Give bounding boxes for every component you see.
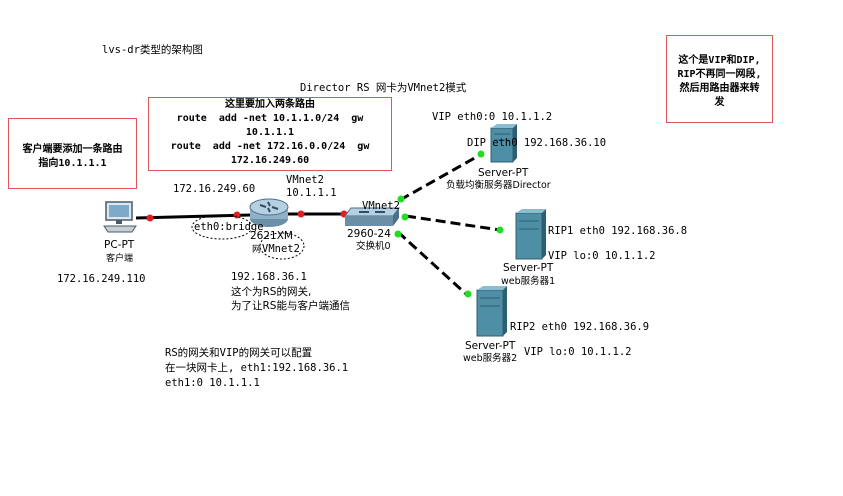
web2-type: Server-PT — [465, 340, 516, 352]
server-icon — [515, 209, 546, 260]
route-note-box: 这里要加入两条路由 route add -net 10.1.1.0/24 gw … — [148, 97, 392, 171]
director-dip: DIP eth0 192.168.36.10 — [467, 137, 607, 149]
router-right-ip: 10.1.1.1 — [286, 187, 337, 199]
pc-icon — [103, 201, 137, 233]
switch-model: 2960-24 — [347, 228, 391, 240]
web1-vip: VIP lo:0 10.1.1.2 — [548, 250, 656, 262]
pc-ip-label: 172.16.249.110 — [57, 273, 146, 285]
vip-dip-note-box: 这个是VIP和DIP, RIP不再同一网段, 然后用路由器来转 发 — [666, 35, 773, 123]
pc-type-label: PC-PT — [104, 239, 135, 251]
client-line: 客户端要添加一条路由 — [22, 144, 123, 155]
note-line: 然后用路由器来转 — [679, 83, 760, 94]
link-dot-up — [397, 195, 405, 203]
link-dot-up — [394, 230, 402, 238]
router-gw-note1: 这个为RS的网关, — [231, 286, 312, 298]
switch-iface: VMnet2 — [362, 200, 400, 212]
router-bottom-iface: VMnet2 — [262, 243, 300, 255]
diagram-title: lvs-dr类型的架构图 — [102, 44, 203, 56]
web2-rip: RIP2 eth0 192.168.36.9 — [510, 321, 650, 333]
web1-server[interactable] — [514, 209, 548, 265]
router-device[interactable] — [248, 197, 290, 233]
route-line: 172.16.249.60 — [230, 155, 310, 166]
route-line: route add -net 10.1.1.0/24 gw — [176, 113, 364, 124]
gateway-note-line: 在一块网卡上, eth1:192.168.36.1 — [165, 362, 349, 374]
header-note: Director RS 网卡为VMnet2模式 — [300, 82, 467, 94]
web1-name: web服务器1 — [501, 276, 556, 287]
pc-device[interactable] — [100, 200, 140, 240]
router-model: 2621XM — [250, 230, 293, 242]
link-dot-up — [496, 226, 504, 234]
router-icon — [249, 198, 289, 227]
gateway-note-line: RS的网关和VIP的网关可以配置 — [165, 347, 313, 359]
link-dot-down — [233, 211, 241, 219]
router-gw-note2: 为了让RS能与客户端通信 — [231, 300, 350, 312]
iface-ellipse — [191, 214, 253, 240]
server-icon — [490, 124, 517, 163]
link-dot-up — [477, 150, 485, 158]
note-line: RIP不再同一网段, — [677, 69, 762, 80]
director-type: Server-PT — [478, 167, 529, 179]
router-left-iface: eth0:bridge — [194, 221, 264, 233]
pc-name-label: 客户端 — [106, 254, 134, 264]
router-bottom-prefix: 网 — [252, 245, 262, 255]
web2-name: web服务器2 — [463, 353, 518, 364]
router-gw-ip: 192.168.36.1 — [231, 271, 307, 283]
link-switch-web1 — [405, 214, 501, 232]
director-name: 负载均衡服务器Director — [446, 180, 551, 191]
link-dot-down — [297, 210, 305, 218]
switch-icon — [344, 207, 400, 226]
link-dot-up — [401, 213, 409, 221]
web2-vip: VIP lo:0 10.1.1.2 — [524, 346, 632, 358]
switch-device[interactable] — [344, 206, 401, 232]
note-line: 这个是VIP和DIP, — [678, 55, 761, 66]
web1-type: Server-PT — [503, 262, 554, 274]
link-dot-up — [464, 290, 472, 298]
router-left-ip: 172.16.249.60 — [173, 183, 256, 195]
server-icon — [476, 286, 507, 337]
switch-name: 交换机0 — [356, 241, 391, 252]
web1-rip: RIP1 eth0 192.168.36.8 — [548, 225, 688, 237]
iface-ellipse — [259, 232, 305, 260]
gateway-note-line: eth1:0 10.1.1.1 — [165, 377, 260, 389]
client-line: 指向10.1.1.1 — [38, 158, 107, 169]
director-server[interactable] — [489, 124, 519, 168]
link-dot-down — [146, 214, 154, 222]
route-line: route add -net 172.16.0.0/24 gw — [170, 141, 370, 152]
director-vip: VIP eth0:0 10.1.1.2 — [432, 111, 553, 123]
client-route-box: 客户端要添加一条路由 指向10.1.1.1 — [8, 118, 137, 189]
router-right-iface: VMnet2 — [286, 174, 324, 186]
web2-server[interactable] — [475, 286, 509, 342]
note-line: 发 — [714, 97, 725, 108]
link-switch-web2 — [396, 230, 468, 296]
link-switch-director — [399, 153, 481, 202]
route-line: 这里要加入两条路由 — [225, 99, 315, 110]
route-line: 10.1.1.1 — [245, 127, 295, 138]
